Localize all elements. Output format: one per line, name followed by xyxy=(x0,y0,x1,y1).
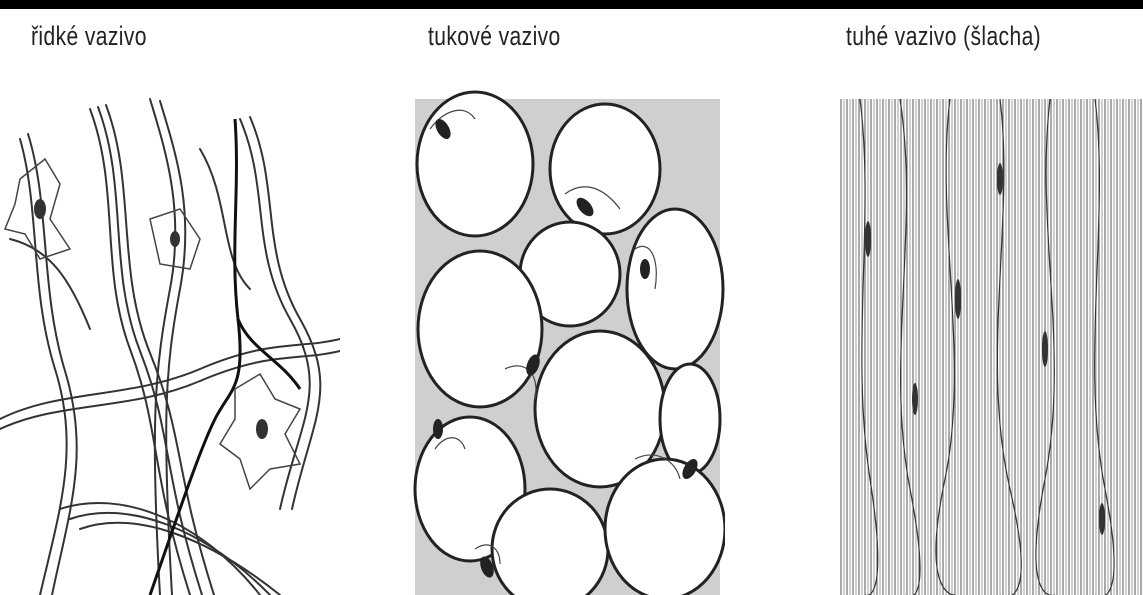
panel-label-dense-tissue: tuhé vazivo (šlacha) xyxy=(846,21,1041,52)
figure-card: řidké vazivo tukové vazivo tuhé vazivo (… xyxy=(0,9,1143,595)
panel-label-adipose-tissue: tukové vazivo xyxy=(428,21,561,52)
adipose-tissue-illustration xyxy=(405,89,725,595)
dense-tissue-illustration xyxy=(840,99,1143,595)
loose-tissue-illustration xyxy=(0,89,340,595)
panel-label-loose-tissue: řidké vazivo xyxy=(31,21,147,52)
